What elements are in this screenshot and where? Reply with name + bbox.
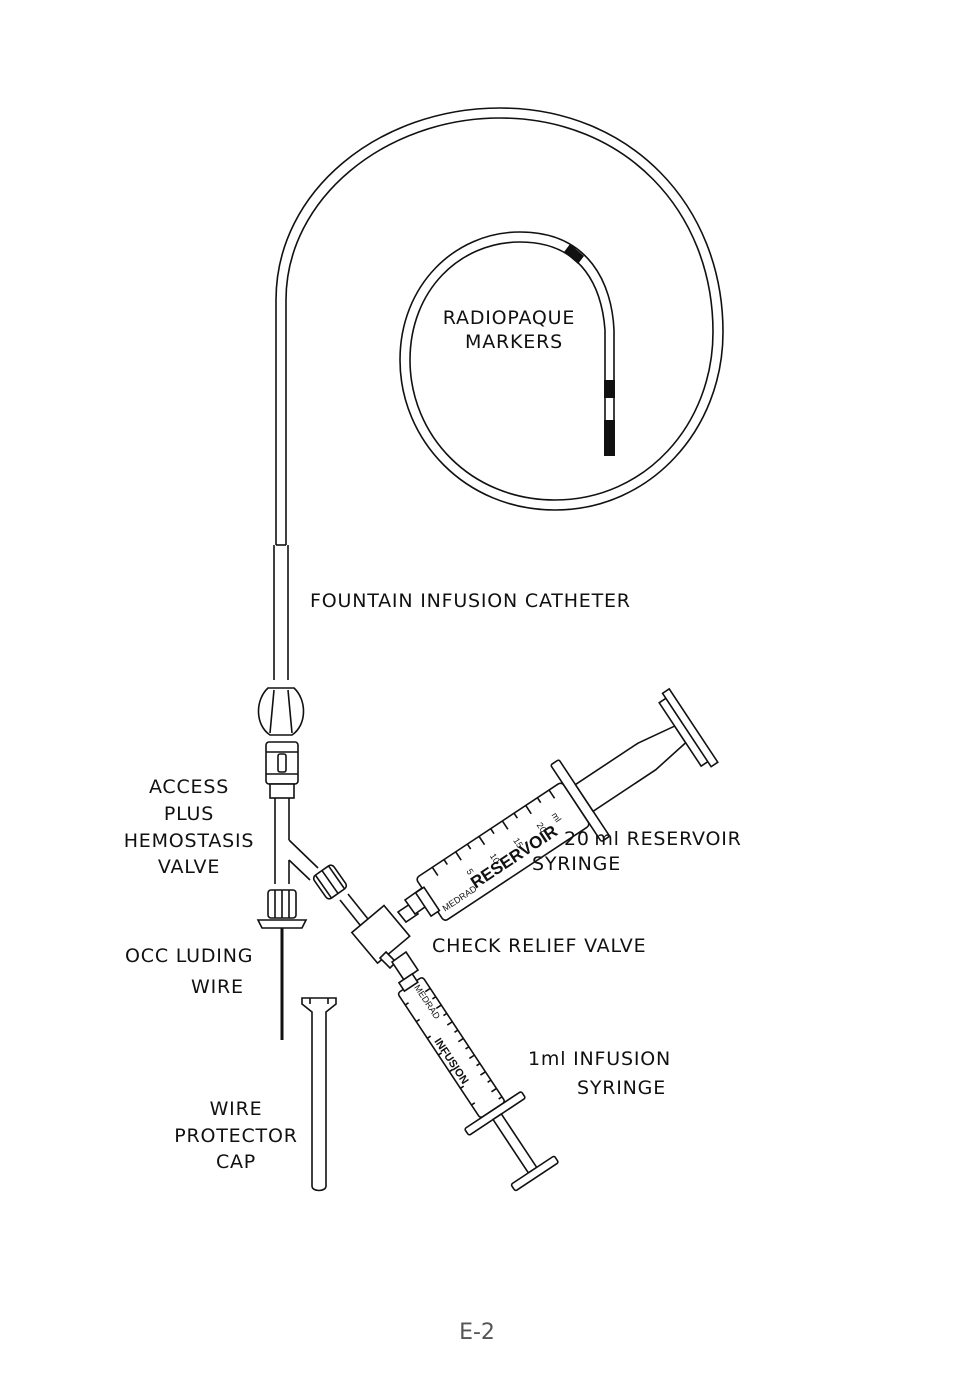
catheter-hub bbox=[257, 687, 305, 799]
wire-protector-cap bbox=[301, 997, 337, 1192]
reservoir-tick-15: 15 bbox=[511, 836, 525, 850]
label-infusion-syringe: SYRINGE bbox=[577, 1077, 666, 1099]
label-infusion: 1ml INFUSION bbox=[528, 1048, 671, 1070]
reservoir-tick-5: 5 bbox=[464, 867, 475, 877]
label-wire-cap-cap: CAP bbox=[216, 1151, 256, 1173]
label-radiopaque: RADIOPAQUE bbox=[443, 307, 575, 329]
reservoir-tick-20: 20 bbox=[535, 820, 549, 834]
check-relief-valve bbox=[339, 886, 434, 982]
label-reservoir: 20 ml RESERVOIR bbox=[564, 828, 742, 850]
labels: RADIOPAQUE MARKERS FOUNTAIN INFUSION CAT… bbox=[124, 307, 742, 1173]
label-hemostasis: HEMOSTASIS bbox=[124, 830, 255, 852]
label-access: ACCESS bbox=[149, 776, 229, 798]
label-plus: PLUS bbox=[164, 803, 214, 825]
radiopaque-markers bbox=[564, 244, 615, 456]
infusion-graduations bbox=[404, 987, 503, 1106]
label-wire: WIRE bbox=[191, 976, 244, 998]
label-markers: MARKERS bbox=[465, 331, 563, 353]
label-check-valve: CHECK RELIEF VALVE bbox=[432, 935, 646, 957]
reservoir-syringe: 5 10 15 20 ml MEDRAD RESERVOIR bbox=[414, 687, 719, 921]
label-wire-cap-protector: PROTECTOR bbox=[174, 1125, 297, 1147]
label-reservoir-syringe: SYRINGE bbox=[532, 853, 621, 875]
reservoir-unit: ml bbox=[550, 811, 564, 824]
label-valve: VALVE bbox=[158, 856, 220, 878]
hemostasis-valve-body bbox=[256, 798, 348, 929]
reservoir-graduations: 5 10 15 20 ml bbox=[431, 789, 564, 877]
infusion-syringe: MEDRAD INFUSION bbox=[397, 972, 559, 1192]
label-catheter: FOUNTAIN INFUSION CATHETER bbox=[310, 590, 631, 612]
page-number: E-2 bbox=[459, 1320, 495, 1345]
reservoir-tick-10: 10 bbox=[488, 851, 502, 865]
label-wire-cap-wire: WIRE bbox=[210, 1098, 263, 1120]
label-occluding: OCC LUDING bbox=[125, 945, 253, 967]
catheter-tube bbox=[273, 107, 724, 680]
